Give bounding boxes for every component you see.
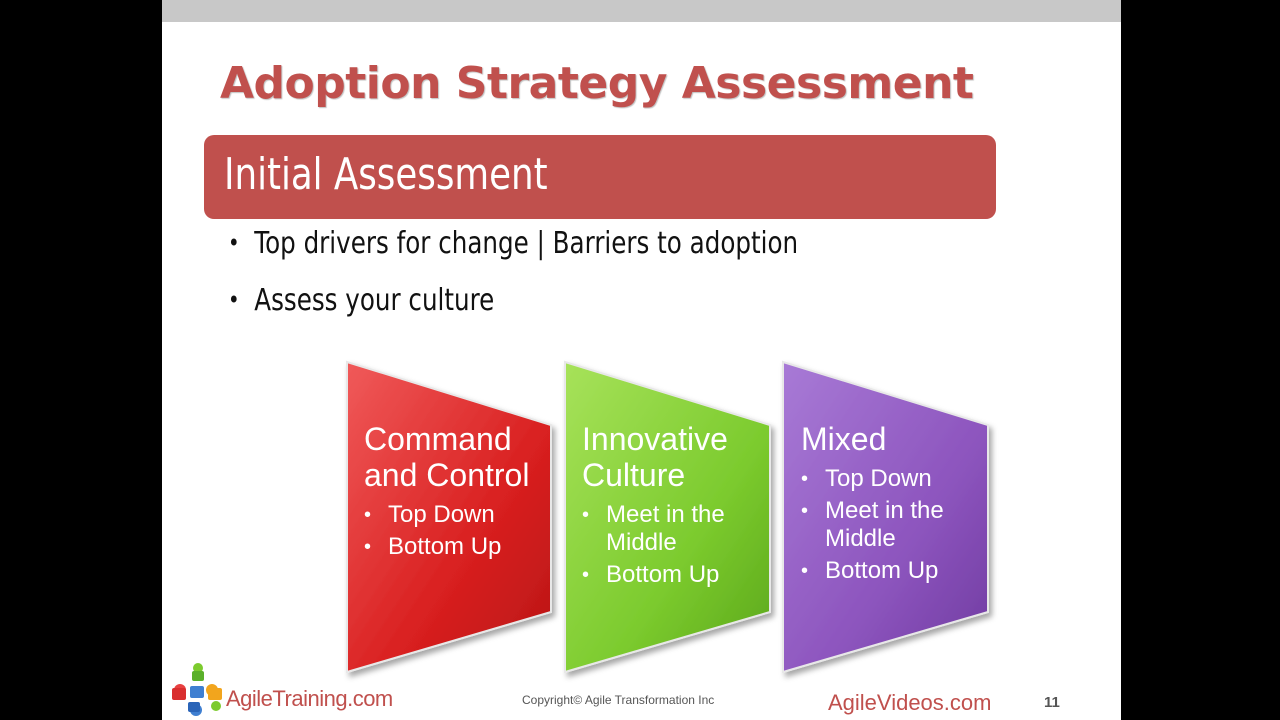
panel-list: Top Down Meet in the Middle Bottom Up xyxy=(801,465,986,585)
section-banner: Initial Assessment xyxy=(204,135,996,219)
agilevideos-text: AgileVideos.com xyxy=(828,690,992,715)
panel-innovative-culture: Innovative Culture Meet in the Middle Bo… xyxy=(582,421,767,593)
agiletraining-logo-text: AgileTraining.com xyxy=(226,686,393,711)
list-item: Meet in the Middle xyxy=(801,497,986,553)
panel-list: Meet in the Middle Bottom Up xyxy=(582,501,767,589)
list-item: Top Down xyxy=(364,501,549,529)
list-item: Bottom Up xyxy=(364,533,549,561)
bullet-text: Top drivers for change | Barriers to ado… xyxy=(254,226,799,261)
list-item: Top Down xyxy=(801,465,986,493)
bullet-dot-icon: • xyxy=(228,286,240,314)
panel-list: Top Down Bottom Up xyxy=(364,501,549,561)
puzzle-pieces-icon xyxy=(172,663,222,716)
bullet-dot-icon: • xyxy=(228,229,240,257)
bullet-item: • Top drivers for change | Barriers to ad… xyxy=(228,226,798,266)
slide: Adoption Strategy Assessment Initial Ass… xyxy=(162,0,1121,720)
top-bar xyxy=(162,0,1121,22)
bullet-item: • Assess your culture xyxy=(228,283,494,323)
bullet-text: Assess your culture xyxy=(254,283,495,318)
page-number: 11 xyxy=(1044,694,1060,711)
panel-title: Mixed xyxy=(801,421,887,457)
banner-text: Initial Assessment xyxy=(224,149,548,200)
copyright-text: Copyright© Agile Transformation Inc xyxy=(522,693,715,707)
list-item: Bottom Up xyxy=(582,561,767,589)
panel-title: Command and Control xyxy=(364,421,530,493)
list-item: Meet in the Middle xyxy=(582,501,767,557)
panel-title: Innovative Culture xyxy=(582,421,728,493)
slide-title: Adoption Strategy Assessment xyxy=(220,58,974,109)
list-item: Bottom Up xyxy=(801,557,986,585)
culture-panels xyxy=(346,360,989,674)
panel-mixed: Mixed Top Down Meet in the Middle Bottom… xyxy=(801,421,986,589)
panel-command-and-control: Command and Control Top Down Bottom Up xyxy=(364,421,549,565)
